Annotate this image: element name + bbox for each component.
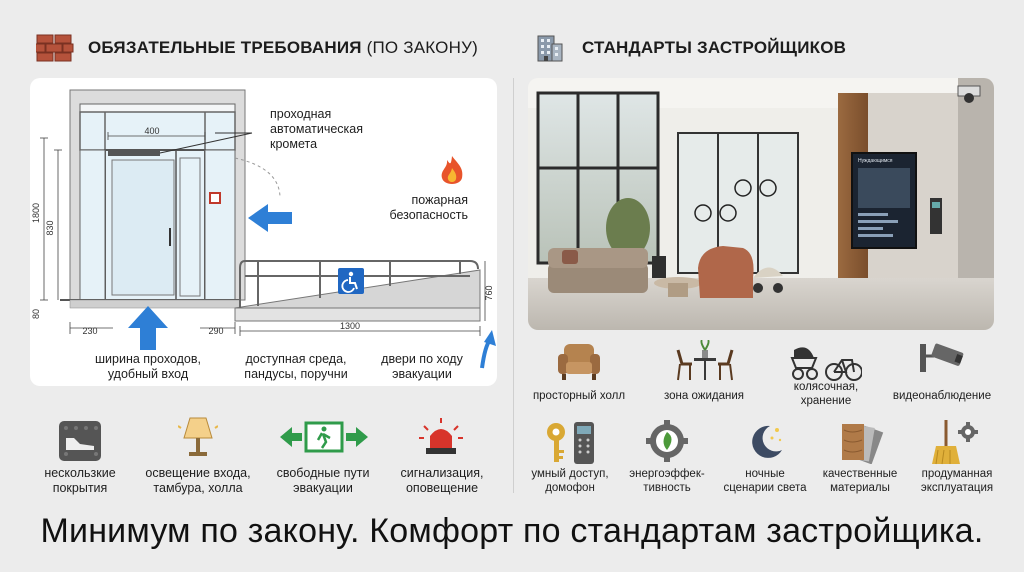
feature-maintenance-label: продуманная эксплуатация xyxy=(920,468,994,494)
siren-icon xyxy=(418,418,464,465)
energy-gear-icon xyxy=(646,420,688,467)
lobby-photo: Нуждающимся xyxy=(528,78,994,330)
cctv-camera-icon xyxy=(920,342,964,383)
svg-text:Нуждающимся: Нуждающимся xyxy=(858,158,893,164)
fire-icon xyxy=(441,156,463,184)
feature-storage-label: колясочная, хранение xyxy=(793,381,859,407)
feature-cctv-label: видеонаблюдение xyxy=(892,390,992,402)
feature-access-label: умный доступ, домофон xyxy=(531,468,609,494)
entrance-diagram: 1800 830 80 400 230 290 xyxy=(31,89,496,381)
entry-arrow-icon xyxy=(128,306,168,350)
exit-sign-icon xyxy=(278,420,370,459)
brick-wall-icon xyxy=(28,34,74,67)
section-divider xyxy=(513,78,514,493)
material-swatch-icon xyxy=(838,420,884,469)
dim-width-top: 400 xyxy=(144,126,159,136)
bottom-label-1a: ширина проходов, xyxy=(95,352,201,366)
feature-non-slip-label: нескользкие покрытия xyxy=(44,466,116,495)
bottom-label-1b: удобный вход xyxy=(108,367,189,381)
left-section-title: ОБЯЗАТЕЛЬНЫЕ ТРЕБОВАНИЯ (ПО ЗАКОНУ) xyxy=(88,38,478,57)
feature-night-label: ночные сценарии света xyxy=(723,468,807,494)
closer-label-2: автоматическая xyxy=(270,122,363,136)
bottom-label-3a: двери по ходу xyxy=(381,352,463,366)
key-intercom-icon xyxy=(544,420,598,471)
dim-side-right: 290 xyxy=(208,326,223,336)
feature-waiting-label: зона ожидания xyxy=(664,390,744,402)
armchair-icon xyxy=(556,340,602,387)
dim-ramp-length: 1300 xyxy=(340,321,360,331)
feature-evacuation-label: свободные пути эвакуации xyxy=(276,466,370,495)
feature-alarm-label: сигнализация, оповещение xyxy=(400,466,484,495)
feature-hall-label: просторный холл xyxy=(532,390,626,402)
right-section-title: СТАНДАРТЫ ЗАСТРОЙЩИКОВ xyxy=(582,38,847,57)
feature-materials-label: качественные материалы xyxy=(822,468,898,494)
night-moon-icon xyxy=(744,420,786,467)
closer-label-1: проходная xyxy=(270,107,331,121)
bottom-label-2a: доступная среда, xyxy=(245,352,346,366)
dim-side-left: 230 xyxy=(82,326,97,336)
evacuation-arrow-icon xyxy=(480,338,492,369)
bottom-label-3b: эвакуации xyxy=(392,367,452,381)
dim-height-total: 1800 xyxy=(31,203,41,223)
lamp-icon xyxy=(177,414,219,465)
non-slip-shoe-icon xyxy=(58,420,102,467)
bottom-label-2b: пандусы, поручни xyxy=(244,367,347,381)
cafe-table-icon xyxy=(672,339,738,387)
feature-energy-label: энергоэффек- тивность xyxy=(629,468,705,494)
wheelchair-icon xyxy=(338,268,364,294)
footer-tagline: Минимум по закону. Комфорт по стандартам… xyxy=(40,512,984,550)
direction-arrow-icon xyxy=(248,204,292,232)
building-icon xyxy=(534,32,564,67)
dim-threshold: 80 xyxy=(31,309,41,319)
feature-lighting-label: освещение входа, тамбура, холла xyxy=(145,466,251,495)
broom-gear-icon xyxy=(932,420,978,471)
closer-label-3: кромета xyxy=(270,137,317,151)
fire-label-2: безопасность xyxy=(389,208,468,222)
dim-height-door: 830 xyxy=(45,220,55,235)
entrance-diagram-panel: 1800 830 80 400 230 290 xyxy=(30,78,497,386)
dim-ramp-height: 760 xyxy=(484,285,494,300)
fire-label-1: пожарная xyxy=(412,193,468,207)
stroller-bike-icon xyxy=(790,344,863,387)
